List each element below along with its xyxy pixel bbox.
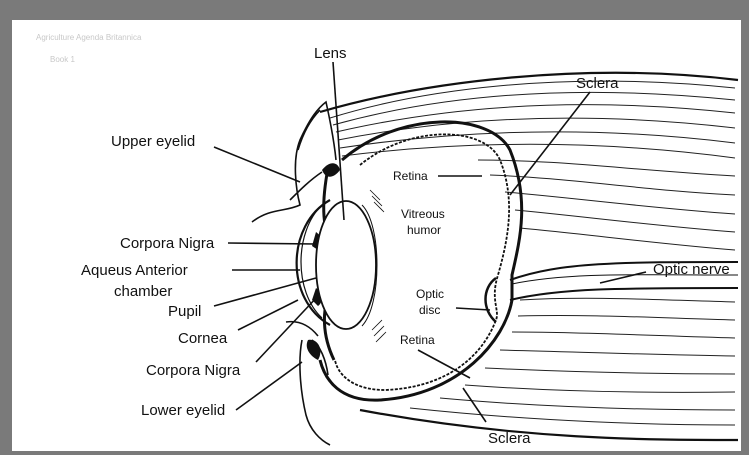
upper-eyelid-dark bbox=[322, 163, 340, 177]
label-lens: Lens bbox=[314, 45, 347, 62]
label-corpora-nigra-top: Corpora Nigra bbox=[120, 235, 215, 252]
label-optic-nerve: Optic nerve bbox=[653, 261, 730, 278]
label-corpora-nigra-bottom: Corpora Nigra bbox=[146, 362, 241, 379]
label-vitreous-line2: humor bbox=[407, 223, 441, 237]
label-upper-eyelid: Upper eyelid bbox=[111, 133, 195, 150]
lens-shape bbox=[316, 201, 376, 329]
label-pupil: Pupil bbox=[168, 303, 201, 320]
watermark-line1: Agriculture Agenda Britannica bbox=[36, 33, 142, 42]
label-retina-top: Retina bbox=[393, 169, 428, 183]
label-vitreous-line1: Vitreous bbox=[401, 207, 445, 221]
label-aqueous-line1: Aqueus Anterior bbox=[81, 262, 188, 279]
label-lower-eyelid: Lower eyelid bbox=[141, 402, 225, 419]
watermark-line2: Book 1 bbox=[50, 55, 75, 64]
label-sclera-top: Sclera bbox=[576, 75, 619, 92]
leader-lines bbox=[214, 62, 646, 422]
label-retina-bottom: Retina bbox=[400, 333, 435, 347]
label-cornea: Cornea bbox=[178, 330, 228, 347]
label-aqueous-line2: chamber bbox=[114, 283, 172, 300]
label-sclera-bottom: Sclera bbox=[488, 430, 531, 447]
lower-eyelid-dark bbox=[307, 340, 321, 360]
label-optic-disc-line2: disc bbox=[419, 303, 440, 317]
label-optic-disc-line1: Optic bbox=[416, 287, 444, 301]
muscle-tissue-lower bbox=[410, 298, 735, 425]
